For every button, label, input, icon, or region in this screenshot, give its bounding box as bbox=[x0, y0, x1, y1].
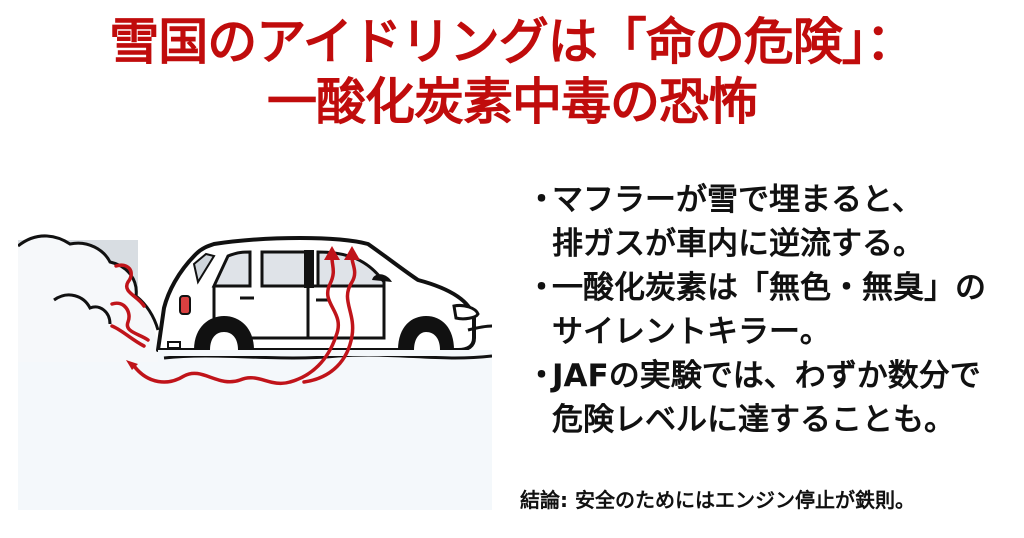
bullet-item: ・ マフラーが雪で埋まると、 排ガスが車内に逆流する。 bbox=[522, 178, 1022, 266]
bullet-marker: ・ bbox=[526, 358, 557, 394]
bullet-text: サイレントキラー。 bbox=[552, 314, 831, 350]
exhaust-arrow-icon bbox=[110, 256, 357, 386]
page-title: 雪国のアイドリングは「命の危険」： 一酸化炭素中毒の恐怖 bbox=[0, 12, 1024, 132]
bullet-marker: ・ bbox=[526, 270, 557, 306]
title-line-2: 一酸化炭素中毒の恐怖 bbox=[267, 73, 758, 131]
bullet-text: 危険レベルに達することも。 bbox=[552, 402, 955, 438]
bullet-list: ・ マフラーが雪で埋まると、 排ガスが車内に逆流する。 ・ 一酸化炭素は「無色・… bbox=[522, 178, 1022, 442]
bullet-marker: ・ bbox=[526, 182, 557, 218]
car-exhaust-illustration bbox=[18, 200, 492, 510]
conclusion-text: 結論: 安全のためにはエンジン停止が鉄則。 bbox=[520, 488, 915, 512]
bullet-text: マフラーが雪で埋まると、 bbox=[552, 182, 923, 218]
car-icon bbox=[156, 236, 492, 360]
bullet-item: ・ 一酸化炭素は「無色・無臭」の サイレントキラー。 bbox=[522, 266, 1022, 354]
bullet-text: JAFの実験では、わずか数分で bbox=[552, 358, 981, 394]
bullet-text: 排ガスが車内に逆流する。 bbox=[552, 226, 924, 262]
bullet-item: ・ JAFの実験では、わずか数分で 危険レベルに達することも。 bbox=[522, 354, 1022, 442]
title-line-1: 雪国のアイドリングは「命の危険」： bbox=[109, 13, 916, 71]
bullet-text: 一酸化炭素は「無色・無臭」の bbox=[552, 270, 986, 306]
